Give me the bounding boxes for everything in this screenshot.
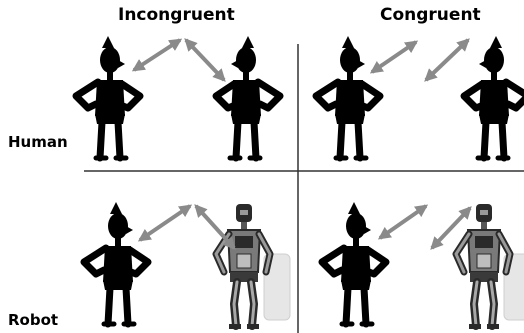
panel-congruent-human xyxy=(316,36,524,158)
panel-congruent-robot xyxy=(322,202,524,329)
gaze-arrow xyxy=(380,206,426,238)
robot-figure xyxy=(456,204,524,329)
robot-figure xyxy=(216,204,290,329)
human-figure xyxy=(316,36,380,158)
gaze-arrow xyxy=(426,40,468,80)
human-figure xyxy=(464,36,524,158)
human-figure xyxy=(216,36,280,158)
gaze-arrow xyxy=(140,206,190,240)
gaze-arrow xyxy=(186,40,224,80)
human-figure xyxy=(322,202,386,324)
panel-incongruent-human xyxy=(76,36,280,158)
human-figure xyxy=(84,202,148,324)
gaze-arrow xyxy=(196,206,234,248)
human-figure xyxy=(76,36,140,158)
gaze-arrow xyxy=(372,42,416,72)
panel-incongruent-robot xyxy=(84,202,290,329)
gaze-arrow xyxy=(134,40,180,70)
